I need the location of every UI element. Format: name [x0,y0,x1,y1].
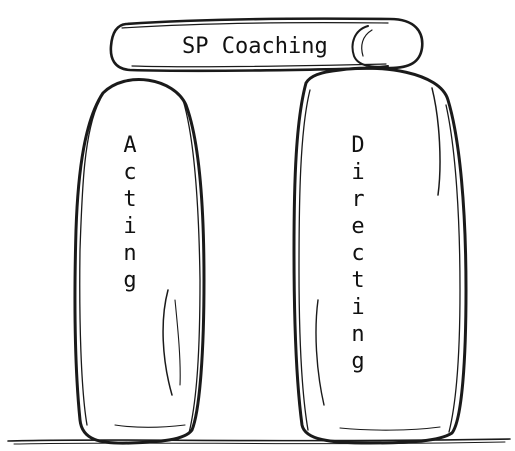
lintel-stone: SP Coaching [111,19,422,71]
pillar-directing [294,68,466,443]
pillar-acting [75,80,204,444]
lintel-label: SP Coaching [182,34,328,59]
